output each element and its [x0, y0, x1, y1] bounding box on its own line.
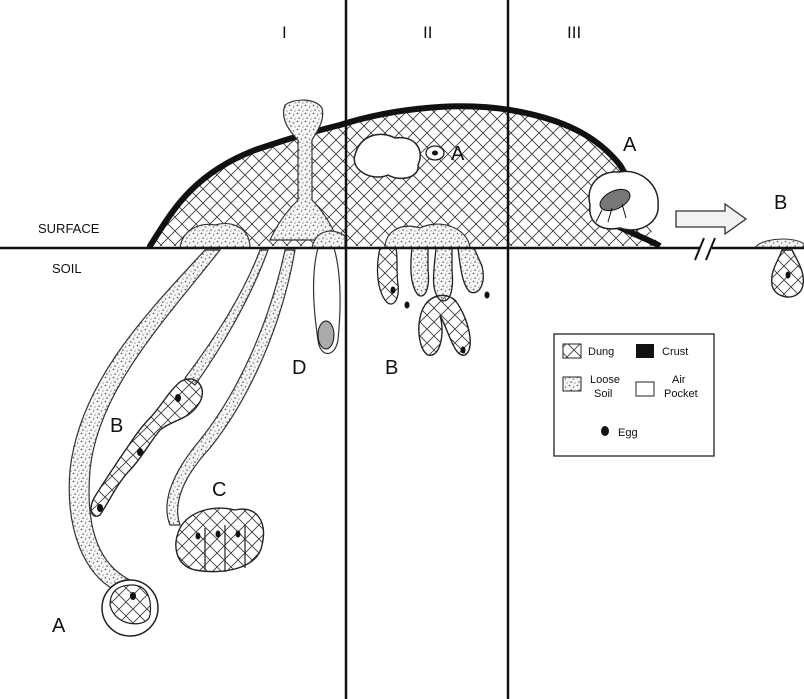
legend-air-pocket-label-1: Air: [672, 374, 686, 386]
label-s1-C: C: [212, 479, 226, 501]
soil-label: SOIL: [52, 261, 82, 276]
brood-cluster-C: [176, 508, 264, 571]
egg-icon: [391, 287, 396, 294]
egg-icon: [97, 504, 103, 512]
air-pocket: [354, 134, 420, 178]
egg-icon: [216, 531, 221, 538]
legend-air-pocket-label-2: Pocket: [664, 388, 698, 400]
egg-icon: [236, 531, 241, 538]
legend-air-pocket-swatch: [636, 382, 654, 396]
label-s2-B: B: [385, 357, 398, 379]
egg-icon: [196, 533, 201, 540]
egg-icon: [485, 292, 490, 299]
brood-pair: [419, 295, 470, 355]
section-label-3: III: [567, 23, 581, 42]
beetle-icon: [318, 321, 334, 349]
brood-tube: [458, 248, 483, 293]
section-label-2: II: [423, 23, 432, 42]
label-s1-D: D: [292, 357, 306, 379]
legend-loose-soil-label-2: Soil: [594, 388, 612, 400]
label-s3-A: A: [623, 134, 637, 156]
egg-icon: [137, 448, 143, 456]
brood-tube: [378, 248, 399, 304]
label-s3-B: B: [774, 192, 787, 214]
section-label-1: I: [282, 23, 287, 42]
brood-tube: [434, 248, 453, 301]
legend-dung-swatch: [563, 344, 581, 358]
egg-icon: [786, 272, 791, 279]
egg-icon: [461, 347, 466, 354]
surface-label: SURFACE: [38, 221, 100, 236]
legend-egg-icon: [601, 426, 609, 436]
legend: Dung Crust Loose Soil Air Pocket Egg: [554, 334, 714, 456]
label-s1-A: A: [52, 615, 66, 637]
arrow-right-icon: [676, 204, 746, 234]
legend-egg-label: Egg: [618, 427, 638, 439]
egg-icon: [175, 394, 181, 402]
egg-icon: [130, 592, 136, 600]
legend-crust-swatch: [636, 344, 654, 358]
egg-icon: [405, 302, 410, 309]
label-s2-A: A: [451, 143, 465, 165]
legend-dung-label: Dung: [588, 346, 614, 358]
legend-loose-soil-label-1: Loose: [590, 374, 620, 386]
brood-tube: [411, 248, 429, 296]
soil-mound-B: [755, 239, 804, 248]
egg-icon: [432, 151, 438, 156]
legend-crust-label: Crust: [662, 346, 688, 358]
label-s1-B: B: [110, 415, 123, 437]
legend-loose-soil-swatch: [563, 377, 581, 391]
